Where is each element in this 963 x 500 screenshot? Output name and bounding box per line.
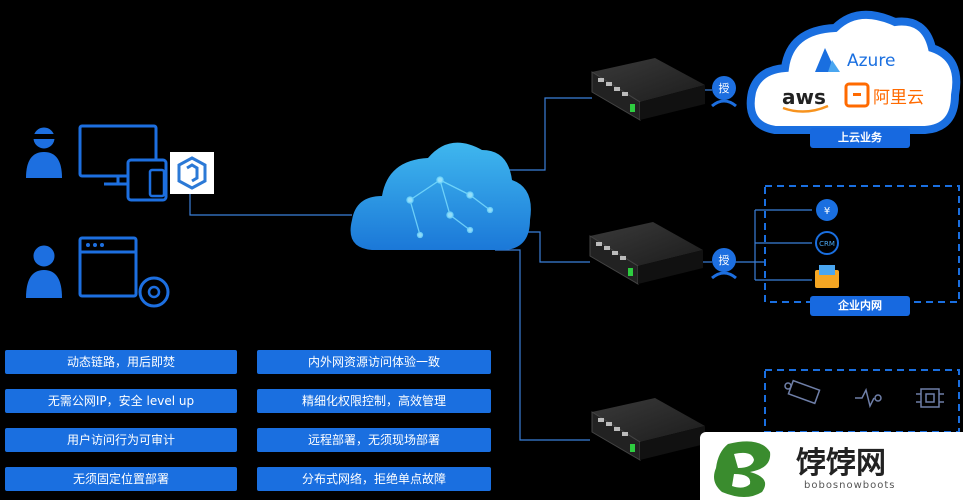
svg-text:¥: ¥	[824, 206, 830, 217]
user-desktop-icon	[26, 124, 168, 202]
user-browser-icon	[26, 236, 170, 308]
app-logo-icon	[170, 152, 214, 194]
watermark-brand: 饽饽网	[796, 446, 886, 481]
feature-right-1: 内外网资源访问体验一致	[257, 350, 491, 374]
cloud-services-cloud: Azure aws 阿里云	[746, 10, 961, 134]
central-cloud-icon	[350, 142, 531, 250]
finance-icon	[816, 199, 838, 221]
feature-left-4: 无须固定位置部署	[5, 467, 237, 491]
router-top-icon	[591, 58, 705, 121]
auth-badge-text: 授	[719, 81, 730, 95]
router-middle-icon	[589, 222, 703, 285]
router-bottom-icon	[591, 398, 705, 461]
feature-left-2: 无需公网IP，安全 level up	[5, 389, 237, 413]
watermark-logo-icon	[714, 441, 771, 497]
watermark-domain: bobosnowboots	[804, 480, 896, 491]
aws-label: aws	[782, 85, 826, 109]
tag-icon	[784, 379, 821, 405]
chip-icon	[916, 388, 944, 408]
auth-badge-middle: 授	[711, 248, 737, 280]
feature-right-4: 分布式网络，拒绝单点故障	[257, 467, 491, 491]
auth-badge-text: 授	[719, 253, 730, 267]
crm-icon	[815, 231, 839, 255]
enterprise-intranet-label: 企业内网	[810, 296, 910, 316]
feature-right-3: 远程部署，无须现场部署	[257, 428, 491, 452]
feature-left-1: 动态链路，用后即焚	[5, 350, 237, 374]
enterprise-intranet-box: ¥ CRM	[754, 185, 960, 303]
cloud-business-label: 上云业务	[810, 128, 910, 148]
auth-badge-top: 授	[711, 76, 737, 108]
azure-label: Azure	[847, 51, 895, 71]
crm-label: CRM	[819, 240, 835, 248]
signal-icon	[855, 387, 882, 409]
aliyun-label: 阿里云	[873, 88, 924, 108]
feature-right-2: 精细化权限控制，高效管理	[257, 389, 491, 413]
feature-left-3: 用户访问行为可审计	[5, 428, 237, 452]
iot-devices-box	[764, 369, 960, 433]
watermark: 饽饽网 bobosnowboots	[700, 432, 963, 500]
